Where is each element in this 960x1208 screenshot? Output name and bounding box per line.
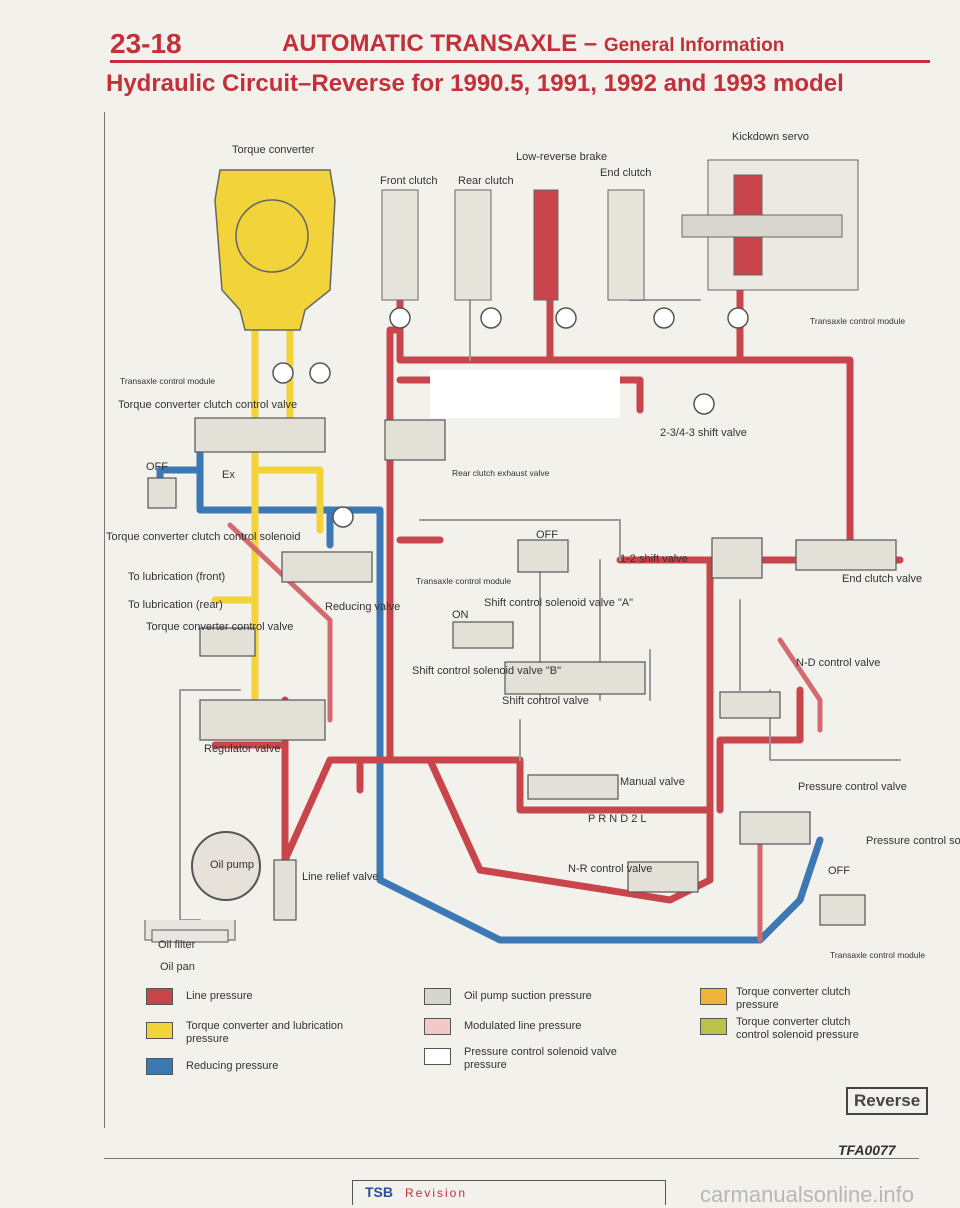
label-shift-control-valve: Shift control valve xyxy=(502,695,589,707)
legend-reducing: Reducing pressure xyxy=(186,1060,279,1072)
subsection-name: General Information xyxy=(603,35,785,56)
label-pressure-control-valve: Pressure control valve xyxy=(798,781,907,793)
legend-line-pressure: Line pressure xyxy=(186,990,253,1002)
frame-left-rule xyxy=(104,112,105,1128)
label-tcc-solenoid: Torque converter clutch control solenoid xyxy=(106,531,300,543)
end-clutch-body xyxy=(607,189,645,301)
label-ex: Ex xyxy=(222,469,235,481)
swatch-tc-lub xyxy=(146,1022,173,1039)
oil-pump-housing xyxy=(191,831,261,901)
label-kickdown-servo: Kickdown servo xyxy=(732,131,809,143)
section-title: AUTOMATIC TRANSAXLE – General Informatio… xyxy=(282,30,784,58)
frame-bottom-rule xyxy=(104,1158,919,1159)
label-manual-valve: Manual valve xyxy=(620,776,685,788)
label-end-clutch: End clutch xyxy=(600,167,651,179)
label-reducing-valve: Reducing valve xyxy=(325,601,400,613)
label-lub-rear: To lubrication (rear) xyxy=(128,599,223,611)
tsb-revision-box: TSB Revision xyxy=(352,1180,666,1205)
low-reverse-brake-body xyxy=(533,189,559,301)
label-tcc-control-valve: Torque converter clutch control valve xyxy=(118,399,297,411)
legend-tcc-pressure: Torque converter clutch pressure xyxy=(736,986,851,1011)
label-torque-converter: Torque converter xyxy=(232,144,315,156)
swatch-tcc-sol-pressure xyxy=(700,1018,727,1035)
label-shift-sol-b: Shift control solenoid valve "B" xyxy=(412,665,561,677)
label-off-center: OFF xyxy=(536,529,558,541)
swatch-oil-pump-suction xyxy=(424,988,451,1005)
swatch-pcs-pressure xyxy=(424,1048,451,1065)
label-oil-filter: Oil filter xyxy=(158,939,196,951)
label-end-clutch-valve: End clutch valve xyxy=(842,573,922,585)
label-shift-12: 1-2 shift valve xyxy=(620,553,688,565)
reverse-badge: Reverse xyxy=(846,1087,929,1115)
legend-oil-pump-suction: Oil pump suction pressure xyxy=(464,990,592,1002)
revision-label: Revision xyxy=(405,1186,468,1200)
figure-code: TFA0077 xyxy=(838,1142,896,1158)
legend-tcc-sol-pressure: Torque converter clutch control solenoid… xyxy=(736,1016,859,1041)
label-on-center: ON xyxy=(452,609,469,621)
swatch-line-pressure xyxy=(146,988,173,1005)
kickdown-servo-rod xyxy=(681,214,843,238)
section-name: AUTOMATIC TRANSAXLE xyxy=(282,30,578,57)
label-line-relief-valve: Line relief valve xyxy=(302,871,378,883)
page-title: Hydraulic Circuit–Reverse for 1990.5, 19… xyxy=(106,70,844,97)
label-oil-pump: Oil pump xyxy=(210,859,254,871)
legend-right: Torque converter clutch pressure Torque … xyxy=(700,984,900,1064)
label-off-left: OFF xyxy=(146,461,168,473)
page-number: 23-18 xyxy=(110,28,182,59)
label-tcm-center: Transaxle control module xyxy=(416,576,511,586)
label-prnd2l: P R N D 2 L xyxy=(588,813,647,825)
page-header: 23-18 AUTOMATIC TRANSAXLE – General Info… xyxy=(110,22,930,63)
legend-center: Oil pump suction pressure Modulated line… xyxy=(424,988,684,1098)
label-nd-control-valve: N-D control valve xyxy=(796,657,880,669)
swatch-modulated xyxy=(424,1018,451,1035)
torque-converter-body xyxy=(214,169,336,331)
label-regulator-valve: Regulator valve xyxy=(204,743,280,755)
oil-filter-box xyxy=(151,929,229,943)
label-pressure-control-solenoid: Pressure control solenoid valve xyxy=(866,835,960,847)
label-shift-sol-a: Shift control solenoid valve "A" xyxy=(484,597,633,609)
swatch-tcc-pressure xyxy=(700,988,727,1005)
label-low-reverse-brake: Low-reverse brake xyxy=(516,151,607,163)
legend-tc-lub: Torque converter and lubrication pressur… xyxy=(186,1020,344,1045)
label-oil-pan: Oil pan xyxy=(160,961,195,973)
label-tc-control-valve: Torque converter control valve xyxy=(146,621,293,633)
label-off-right: OFF xyxy=(828,865,850,877)
tsb-label: TSB xyxy=(365,1184,393,1200)
converter-turbine xyxy=(235,199,309,273)
legend-modulated: Modulated line pressure xyxy=(464,1020,582,1032)
label-rear-clutch-exhaust: Rear clutch exhaust valve xyxy=(452,468,550,478)
check-balls xyxy=(272,307,749,528)
label-tcm-left: Transaxle control module xyxy=(120,376,215,386)
valve-bodies xyxy=(147,417,897,926)
label-lub-front: To lubrication (front) xyxy=(128,571,225,583)
rear-clutch-body xyxy=(454,189,492,301)
masked-area xyxy=(430,370,620,418)
label-rear-clutch: Rear clutch xyxy=(458,175,514,187)
legend-pcs-pressure: Pressure control solenoid valve pressure xyxy=(464,1046,617,1071)
watermark: carmanualsonline.info xyxy=(700,1182,915,1207)
front-clutch-body xyxy=(381,189,419,301)
label-nr-control-valve: N-R control valve xyxy=(568,863,652,875)
label-front-clutch: Front clutch xyxy=(380,175,437,187)
swatch-reducing xyxy=(146,1058,173,1075)
label-tcm-top-right: Transaxle control module xyxy=(810,316,905,326)
label-shift-234-3: 2-3/4-3 shift valve xyxy=(660,427,747,439)
legend-left: Line pressure Torque converter and lubri… xyxy=(146,988,406,1098)
section-separator: – xyxy=(583,30,598,57)
label-tcm-bottom: Transaxle control module xyxy=(830,950,925,960)
